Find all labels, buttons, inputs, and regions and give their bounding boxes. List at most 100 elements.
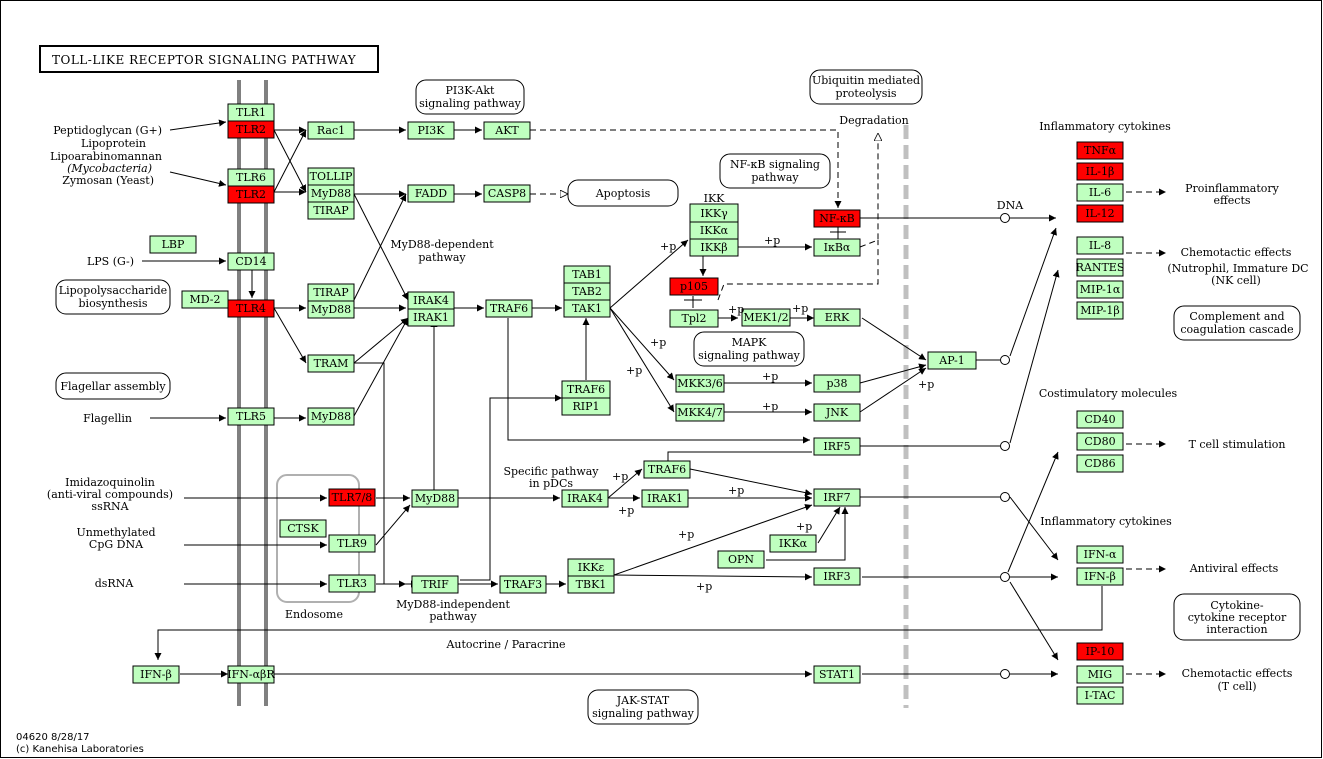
gene-tab1[interactable]: TAB1 [563, 265, 611, 284]
gene-rac1[interactable]: Rac1 [307, 121, 355, 140]
gene-mek12[interactable]: MEK1/2 [741, 308, 791, 327]
gene-tlr2-b[interactable]: TLR2 [227, 185, 275, 204]
gene-irak4-b[interactable]: IRAK4 [561, 489, 609, 508]
gene-tlr1[interactable]: TLR1 [227, 103, 275, 122]
gene-md2[interactable]: MD-2 [181, 290, 229, 309]
gene-tab2[interactable]: TAB2 [563, 282, 611, 301]
map-lps-biosynthesis[interactable]: Lipopolysaccharide biosynthesis [55, 279, 171, 315]
gene-ikk-alpha-b[interactable]: IKKα [769, 534, 817, 553]
gene-myd88-c[interactable]: MyD88 [307, 407, 355, 426]
gene-tirap-a[interactable]: TIRAP [307, 201, 355, 220]
gene-tbk1[interactable]: TBK1 [567, 575, 615, 594]
gene-tpl2[interactable]: Tpl2 [669, 309, 719, 328]
gene-p38[interactable]: p38 [813, 374, 861, 393]
gene-myd88-b[interactable]: MyD88 [307, 300, 355, 319]
svg-text:MKK3/6: MKK3/6 [677, 377, 722, 390]
gene-tlr9[interactable]: TLR9 [328, 534, 376, 553]
gene-fadd[interactable]: FADD [407, 184, 455, 203]
gene-opn[interactable]: OPN [717, 550, 765, 569]
gene-ifnb-autocrine[interactable]: IFN-β [132, 665, 180, 684]
gene-jnk[interactable]: JNK [813, 403, 861, 422]
gene-myd88-d[interactable]: MyD88 [411, 489, 459, 508]
gene-cd40[interactable]: CD40 [1076, 410, 1124, 429]
gene-mkk36[interactable]: MKK3/6 [675, 374, 725, 393]
gene-irf3[interactable]: IRF3 [813, 567, 861, 586]
gene-traf6-a[interactable]: TRAF6 [485, 299, 533, 318]
gene-ifnb[interactable]: IFN-β [1076, 567, 1124, 586]
svg-text:MIG: MIG [1088, 668, 1112, 681]
gene-tlr78[interactable]: TLR7/8 [328, 488, 376, 507]
gene-lbp[interactable]: LBP [149, 235, 197, 254]
gene-tirap-b[interactable]: TIRAP [307, 283, 355, 302]
gene-mip1b[interactable]: MIP-1β [1076, 301, 1124, 320]
gene-tlr3[interactable]: TLR3 [328, 574, 376, 593]
gene-irak1-b[interactable]: IRAK1 [641, 489, 689, 508]
map-flagellar[interactable]: Flagellar assembly [55, 372, 171, 400]
svg-text:RIP1: RIP1 [572, 400, 599, 413]
gene-mig[interactable]: MIG [1076, 665, 1124, 684]
gene-tlr6[interactable]: TLR6 [227, 168, 275, 187]
gene-ap1[interactable]: AP-1 [927, 351, 977, 370]
gene-tlr4[interactable]: TLR4 [227, 299, 275, 318]
gene-rantes[interactable]: RANTES [1076, 258, 1125, 277]
gene-tak1[interactable]: TAK1 [563, 299, 611, 318]
gene-trif[interactable]: TRIF [411, 575, 459, 594]
gene-cd80[interactable]: CD80 [1076, 432, 1124, 451]
gene-ifna[interactable]: IFN-α [1076, 545, 1124, 564]
gene-p105[interactable]: p105 [669, 277, 719, 296]
map-cytokine-receptor[interactable]: Cytokine- cytokine receptor interaction [1173, 593, 1301, 641]
gene-tlr5[interactable]: TLR5 [227, 407, 275, 426]
gene-ifnabr[interactable]: IFN-αβR [227, 665, 275, 684]
gene-ikba[interactable]: IκBα [813, 238, 861, 257]
gene-rip1[interactable]: RIP1 [561, 397, 611, 416]
map-nfkb[interactable]: NF-κB signaling pathway [719, 153, 831, 189]
gene-traf6-c[interactable]: TRAF6 [643, 460, 691, 479]
svg-text:TOLLIP: TOLLIP [310, 170, 353, 183]
gene-ikk-beta[interactable]: IKKβ [689, 238, 739, 257]
gene-ikk-gamma[interactable]: IKKγ [689, 203, 739, 223]
gene-ikk-epsilon[interactable]: IKKε [567, 558, 615, 577]
gene-ctsk[interactable]: CTSK [279, 519, 327, 538]
gene-myd88-a[interactable]: MyD88 [307, 184, 355, 203]
gene-ip10[interactable]: IP-10 [1076, 642, 1124, 661]
imid-label-3: ssRNA [91, 500, 129, 513]
gene-tram[interactable]: TRAM [307, 354, 355, 373]
svg-text:TLR7/8: TLR7/8 [332, 491, 373, 504]
map-nfkb-label-1: NF-κB signaling [730, 158, 820, 171]
gene-cd14[interactable]: CD14 [227, 252, 275, 271]
map-pi3k-akt[interactable]: PI3K-Akt signaling pathway [415, 79, 525, 115]
gene-irf7[interactable]: IRF7 [813, 488, 861, 507]
gene-ikk-alpha[interactable]: IKKα [689, 221, 739, 240]
gene-tollip[interactable]: TOLLIP [307, 167, 355, 186]
gene-traf6-b[interactable]: TRAF6 [561, 380, 611, 399]
gene-erk[interactable]: ERK [813, 308, 861, 327]
gene-il1b[interactable]: IL-1β [1076, 162, 1124, 181]
map-ubiquitin[interactable]: Ubiquitin mediated proteolysis [809, 69, 923, 105]
gene-itac[interactable]: I-TAC [1076, 686, 1124, 705]
gene-irak4-a[interactable]: IRAK4 [407, 291, 455, 310]
gene-mip1a[interactable]: MIP-1α [1076, 280, 1124, 299]
gene-il12[interactable]: IL-12 [1076, 204, 1124, 223]
gene-il8[interactable]: IL-8 [1076, 236, 1124, 255]
gene-cd86[interactable]: CD86 [1076, 454, 1124, 473]
gene-irf5[interactable]: IRF5 [813, 437, 861, 456]
gene-irak1-a[interactable]: IRAK1 [407, 308, 455, 327]
gene-pi3k[interactable]: PI3K [407, 121, 455, 140]
gene-tnfa[interactable]: TNFα [1076, 141, 1124, 160]
svg-text:IL-8: IL-8 [1089, 239, 1111, 252]
map-complement[interactable]: Complement and coagulation cascade [1173, 305, 1301, 341]
gene-traf3[interactable]: TRAF3 [499, 575, 547, 594]
map-mapk[interactable]: MAPK signaling pathway [693, 331, 805, 367]
svg-text:IFN-β: IFN-β [140, 668, 172, 681]
gene-casp8[interactable]: CASP8 [483, 184, 531, 203]
gene-tlr2-a[interactable]: TLR2 [227, 120, 275, 139]
gene-akt[interactable]: AKT [483, 121, 531, 140]
map-jak-stat[interactable]: JAK-STAT signaling pathway [587, 689, 699, 725]
map-apoptosis[interactable]: Apoptosis [567, 179, 679, 207]
gene-mkk47[interactable]: MKK4/7 [675, 403, 725, 422]
svg-text:TBK1: TBK1 [576, 578, 607, 591]
gene-nfkb[interactable]: NF-κB [813, 209, 861, 228]
map-cytokine-label-1: Cytokine- [1210, 599, 1263, 612]
gene-stat1[interactable]: STAT1 [813, 665, 861, 684]
gene-il6[interactable]: IL-6 [1076, 183, 1124, 202]
